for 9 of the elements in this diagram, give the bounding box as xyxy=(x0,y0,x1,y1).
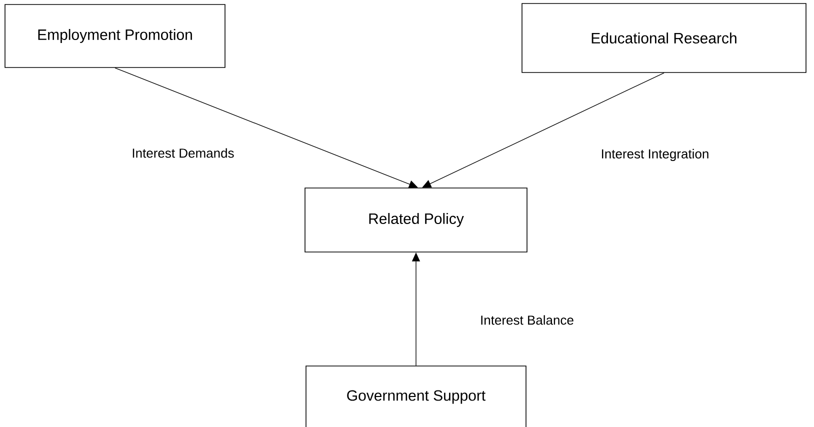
process-box: Related Policy xyxy=(304,188,528,252)
edge-label: Interest Integration xyxy=(600,148,710,162)
process-box: Employment Promotion xyxy=(4,4,226,68)
arrow xyxy=(422,72,664,188)
edge-label: Interest Demands xyxy=(130,147,236,159)
arrow xyxy=(114,68,418,188)
edge-label: Interest Balance xyxy=(479,314,575,326)
process-box: Educational Research xyxy=(522,3,806,73)
process-box: Government Support xyxy=(306,366,526,427)
